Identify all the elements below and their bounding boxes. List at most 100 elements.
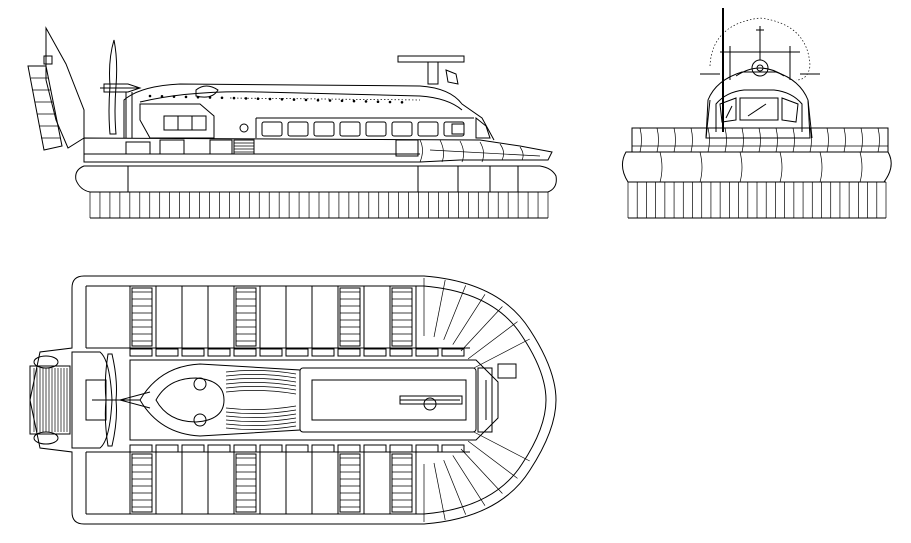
rivet (244, 97, 248, 100)
bow-rib (473, 431, 530, 462)
front-deck-ribs (639, 127, 880, 153)
seat (311, 348, 335, 357)
passenger-window (339, 121, 361, 137)
bow-rib (443, 459, 467, 515)
seat (389, 348, 413, 357)
seat (337, 444, 361, 453)
bow-rib (433, 462, 446, 521)
seat (233, 348, 257, 357)
seat (233, 444, 257, 453)
plan-seating-blocks (86, 286, 470, 514)
deck-rib (860, 127, 863, 153)
deck-rib (843, 127, 846, 153)
rivet (280, 98, 284, 101)
bow-rib (460, 448, 503, 494)
plan-engine-housing (139, 363, 301, 437)
side-bow-window (451, 123, 465, 135)
side-rudder (27, 65, 63, 151)
deck-rib (877, 127, 880, 153)
seat (129, 444, 153, 453)
rivet (184, 95, 188, 99)
rivet (304, 98, 308, 102)
seat (415, 348, 439, 357)
plan-intake-lines (225, 370, 297, 430)
seat (129, 348, 153, 357)
deck-rib (707, 127, 710, 153)
rivet (232, 96, 236, 100)
side-tail-fin (45, 26, 85, 149)
seat (259, 444, 283, 453)
seat (181, 444, 205, 453)
rivet (328, 99, 332, 102)
seat (415, 444, 439, 453)
bow-rib (467, 321, 518, 360)
deck-rib (809, 127, 812, 153)
rivet (172, 95, 176, 98)
passenger-window (391, 121, 413, 137)
deck-rib (741, 127, 744, 153)
side-propeller (100, 39, 142, 138)
rivet (148, 94, 152, 98)
deck-rib (775, 127, 778, 153)
side-hull-deck (83, 137, 553, 163)
plan-rear-propulsion (29, 351, 151, 449)
bow-rib (433, 279, 446, 338)
deck-rib (758, 127, 761, 153)
bow-rib (467, 440, 518, 479)
deck-rib (639, 127, 642, 153)
bow-rib (473, 338, 530, 369)
bow-rib (452, 294, 486, 345)
seat (363, 348, 387, 357)
deck-rib (826, 127, 829, 153)
side-cabin-roof (123, 83, 495, 141)
plan-view (29, 275, 557, 525)
seat (389, 444, 413, 453)
rivet (220, 96, 224, 100)
passenger-window (313, 121, 335, 137)
front-skirt-bag (622, 151, 892, 183)
deck-rib (673, 127, 676, 153)
bow-rib (443, 285, 467, 341)
front-skirt-fingers (627, 151, 887, 219)
seat (155, 444, 179, 453)
front-elevation-view (622, 8, 892, 219)
side-engine-intake (139, 103, 215, 139)
seat (207, 348, 231, 357)
side-cockpit-window (163, 115, 207, 131)
seat (363, 444, 387, 453)
seat (285, 348, 309, 357)
seat (259, 348, 283, 357)
deck-rib (656, 127, 659, 153)
rivet (268, 97, 272, 101)
seat (181, 348, 205, 357)
seat (441, 348, 465, 357)
passenger-window (417, 121, 439, 137)
rivet (256, 97, 260, 100)
rivet (208, 96, 212, 99)
seat (441, 444, 465, 453)
side-windscreen (475, 116, 491, 139)
deck-rib (690, 127, 693, 153)
rivet (292, 98, 296, 101)
front-deck (631, 127, 889, 153)
side-elevation-view (27, 26, 557, 219)
plan-bridge (477, 367, 493, 433)
rivet (196, 95, 200, 99)
passenger-window (365, 121, 387, 137)
side-skirt-fingers (89, 192, 549, 218)
seat (285, 444, 309, 453)
rivet (400, 101, 404, 104)
plan-cabin (129, 359, 499, 441)
side-vent-grille (233, 139, 255, 155)
side-radar-mast (397, 55, 465, 85)
side-skirt-bag (75, 165, 557, 193)
seat (311, 444, 335, 453)
side-porthole (239, 123, 249, 133)
rivet (352, 99, 356, 103)
front-propeller-arc (709, 17, 811, 81)
seat (337, 348, 361, 357)
seat (155, 348, 179, 357)
rivet (340, 99, 344, 103)
deck-rib (792, 127, 795, 153)
